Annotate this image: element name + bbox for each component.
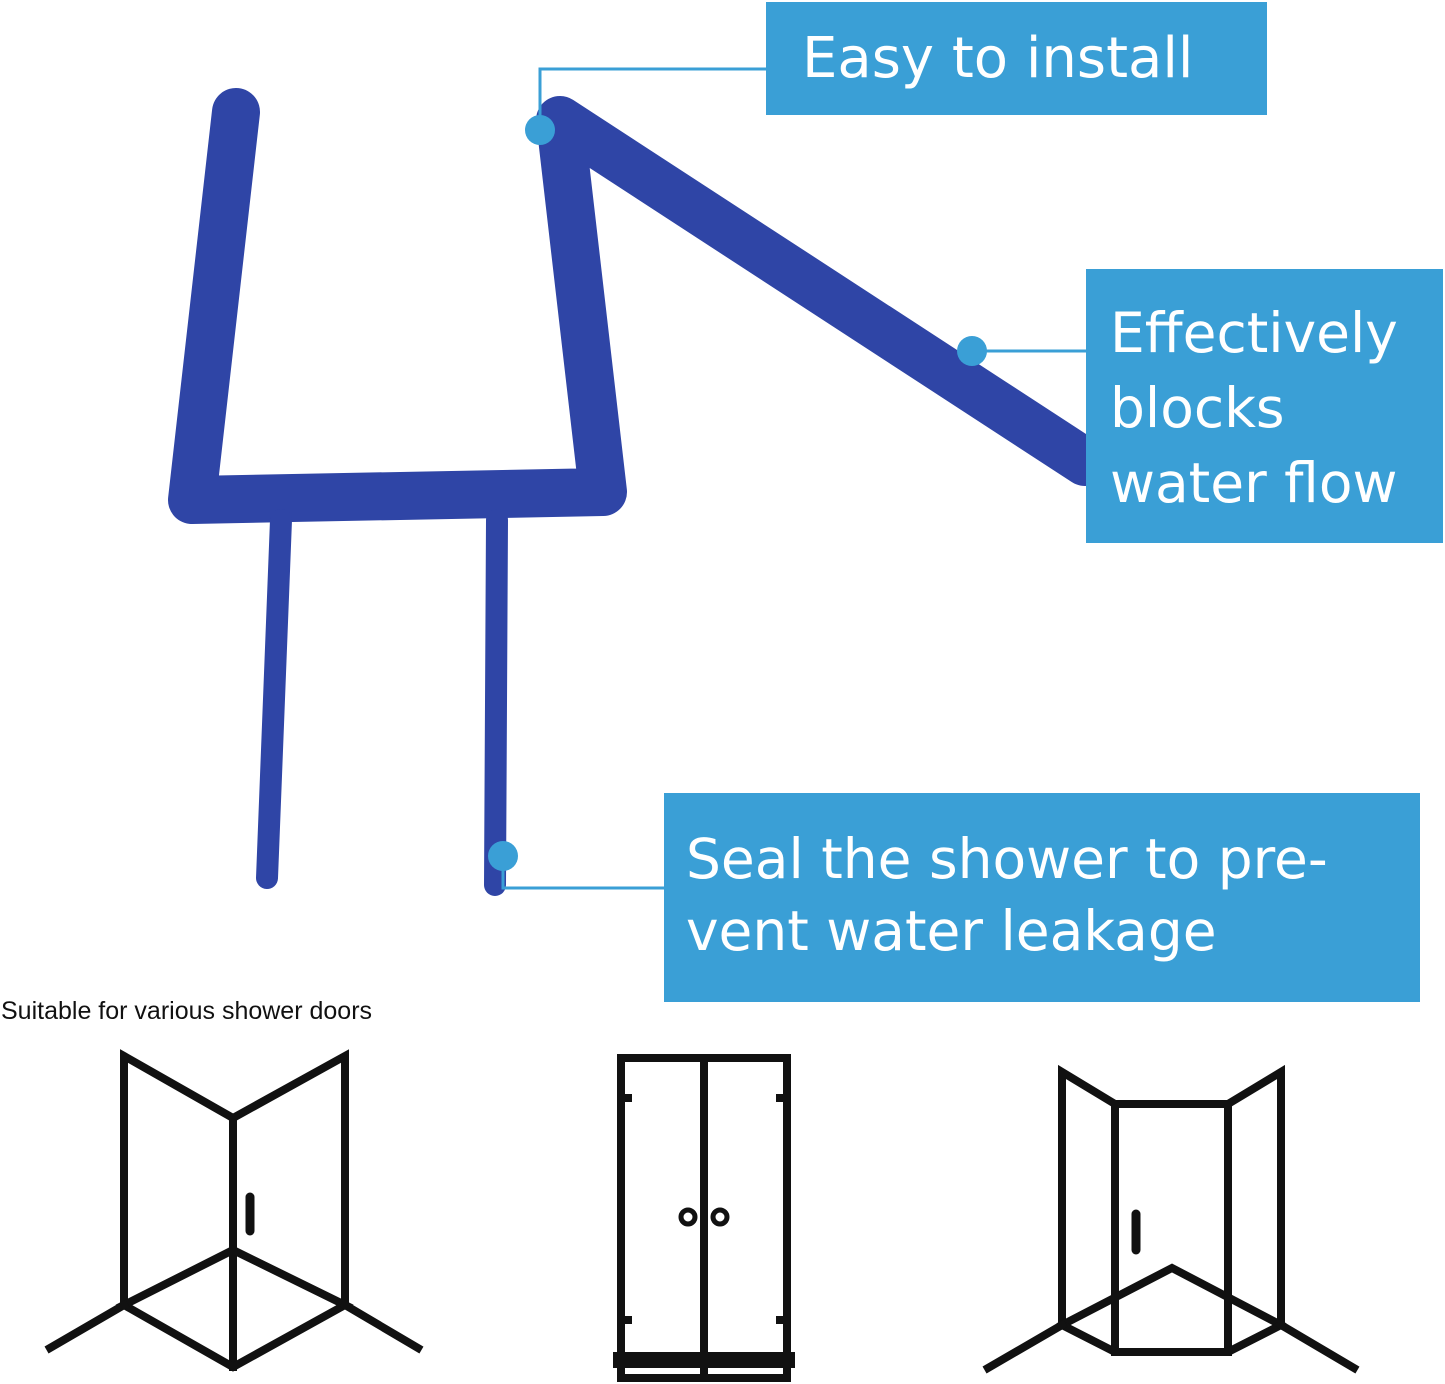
seal-leg-left [256, 509, 292, 889]
leader-dot-blocks [957, 336, 987, 366]
double-shower-door-icon [613, 1054, 795, 1382]
leader-dot-install [525, 115, 555, 145]
callout-easy-install-text: Easy to install [802, 26, 1194, 91]
diamond-shower-enclosure-icon [982, 1064, 1360, 1374]
callout-seal-shower: Seal the shower to pre- vent water leaka… [664, 793, 1420, 1002]
leader-line-install [538, 67, 766, 130]
callout-seal-line-2: vent water leakage [686, 899, 1217, 963]
callout-seal-line-1: Seal the shower to pre- [686, 827, 1328, 891]
callout-blocks-line-1: Effectively [1110, 301, 1398, 365]
callout-blocks-line-2: blocks [1110, 376, 1285, 440]
caption-suitable-doors: Suitable for various shower doors [1, 997, 373, 1025]
callout-blocks-line-3: water flow [1110, 451, 1398, 515]
callout-blocks-water: Effectively blocks water flow [1086, 269, 1443, 543]
seal-leg-right [484, 509, 508, 896]
leader-dot-seal [488, 841, 518, 871]
seal-profile [168, 88, 1109, 896]
corner-shower-door-icon [44, 1049, 424, 1372]
seal-channel [168, 88, 1109, 524]
leader-dots [488, 115, 987, 871]
callout-easy-install: Easy to install [766, 2, 1267, 115]
leader-line-seal [501, 856, 664, 890]
